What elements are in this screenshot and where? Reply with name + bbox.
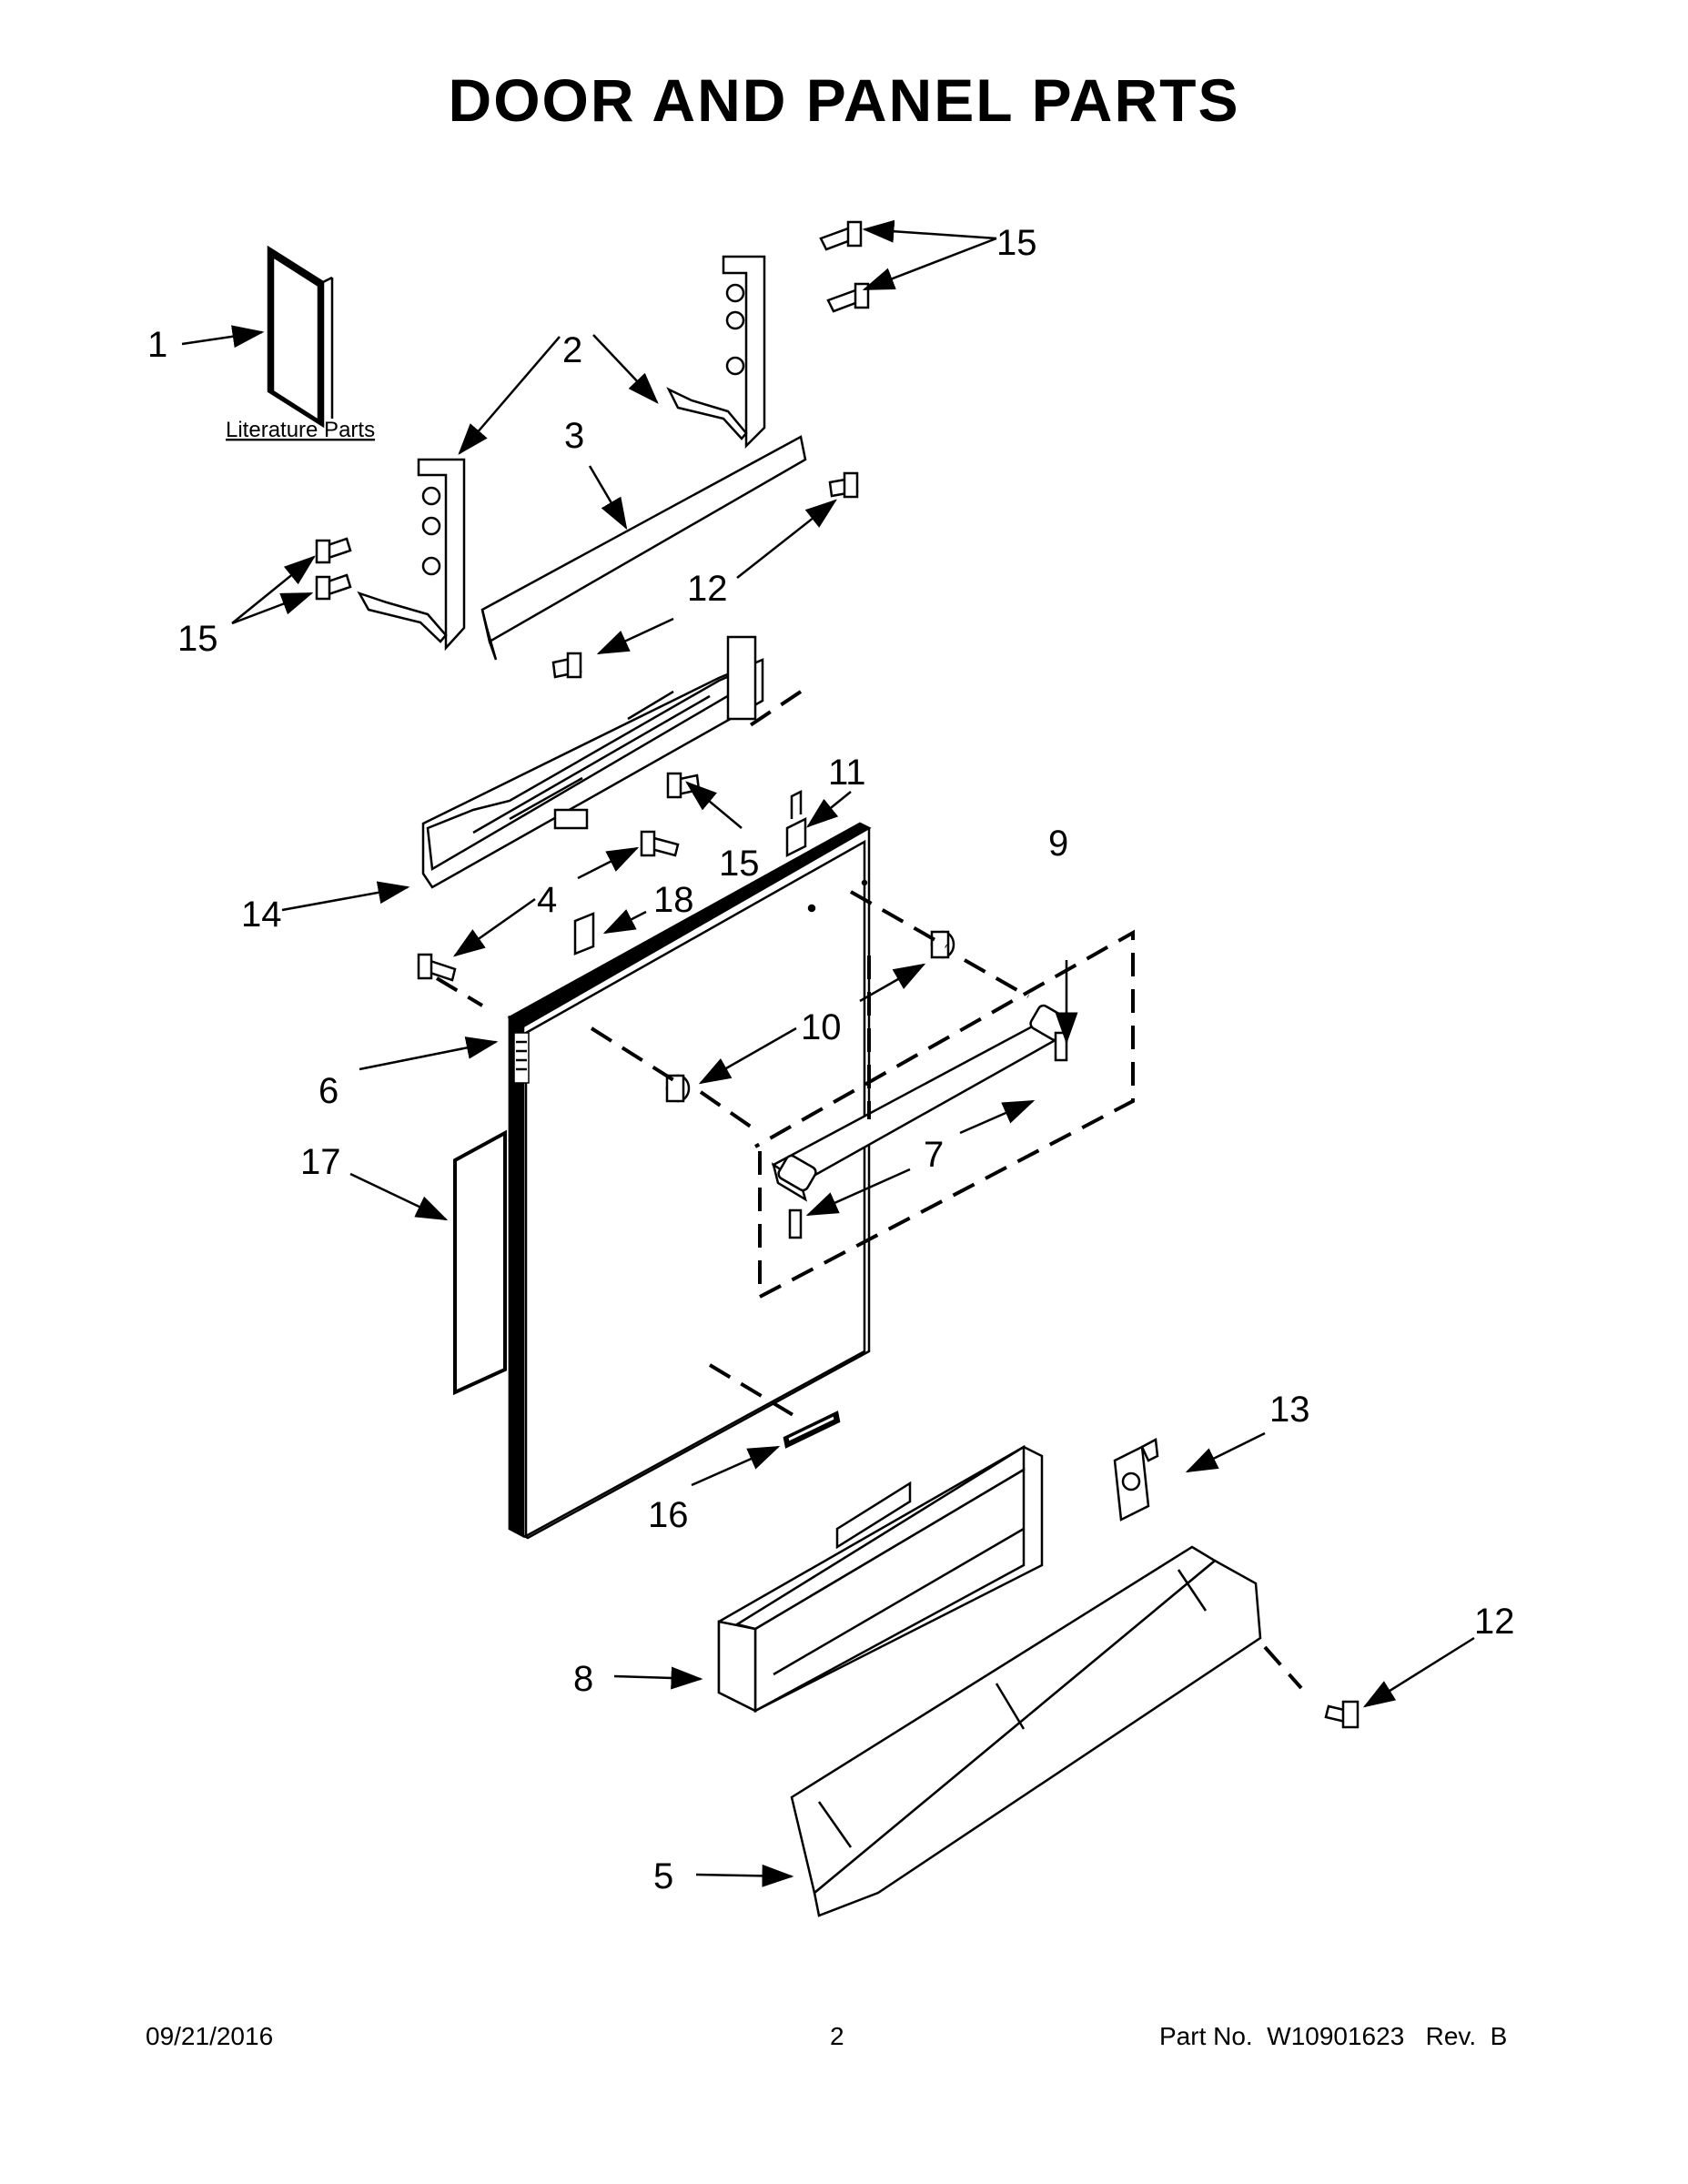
toekick-bracket <box>1113 1438 1159 1522</box>
footer-page-number: 2 <box>830 2022 844 2050</box>
callout-14: 14 <box>241 895 282 935</box>
footer-date: 09/21/2016 <box>146 2022 274 2050</box>
leader-arrows <box>181 219 1475 1887</box>
screw-left-2 <box>315 573 352 601</box>
hinge-bracket-left <box>357 458 466 652</box>
handle-standoff-lower <box>665 1074 691 1103</box>
callout-5: 5 <box>653 1856 673 1896</box>
door-clip <box>785 789 807 858</box>
control-console <box>421 635 764 889</box>
insulation-block <box>717 1444 1044 1714</box>
screw-panel-right <box>828 471 859 499</box>
callout-15-left: 15 <box>177 619 218 659</box>
screw-top-1 <box>819 220 863 251</box>
callout-15-top: 15 <box>996 223 1037 263</box>
handle-pin-upper <box>1054 1031 1068 1062</box>
screw-4-lower <box>417 953 457 982</box>
screw-toekick <box>1324 1700 1359 1729</box>
callout-8: 8 <box>573 1659 593 1699</box>
callout-12-upper: 12 <box>687 569 728 609</box>
door-gasket <box>453 1129 507 1396</box>
callout-4: 4 <box>537 880 557 920</box>
handle-standoff-upper <box>930 930 955 959</box>
handle-pin-lower <box>788 1208 803 1239</box>
callout-13: 13 <box>1269 1390 1310 1430</box>
literature-parts-label: Literature Parts <box>226 418 375 442</box>
callout-18: 18 <box>653 880 694 920</box>
literature-booklet <box>267 245 334 429</box>
callout-2: 2 <box>562 330 582 370</box>
callout-16: 16 <box>648 1495 689 1535</box>
screw-panel-left <box>551 652 582 679</box>
screw-console <box>666 772 701 799</box>
callout-1: 1 <box>147 325 167 365</box>
outer-door-panel <box>507 822 872 1540</box>
screw-4-upper <box>640 830 680 857</box>
callout-12-lower: 12 <box>1474 1602 1515 1642</box>
footer-part-number: Part No. W10901623 Rev. B <box>1159 2022 1508 2050</box>
callout-17: 17 <box>300 1142 341 1182</box>
small-clip <box>573 912 595 956</box>
callout-11: 11 <box>828 753 866 793</box>
callout-9: 9 <box>1048 824 1068 864</box>
callout-7: 7 <box>924 1135 944 1175</box>
screw-top-2 <box>826 282 870 313</box>
callout-10: 10 <box>801 1007 842 1047</box>
hinge-bracket-right <box>666 255 766 450</box>
dashed-guides <box>435 690 1303 1690</box>
callout-15-mid: 15 <box>719 844 760 884</box>
callout-6: 6 <box>318 1071 339 1111</box>
callout-3: 3 <box>564 416 584 456</box>
screw-left-1 <box>315 537 352 564</box>
top-panel-strip <box>480 435 807 661</box>
toekick-panel <box>790 1545 1262 1917</box>
brand-badge <box>783 1410 841 1449</box>
page-title: DOOR AND PANEL PARTS <box>448 66 1240 134</box>
